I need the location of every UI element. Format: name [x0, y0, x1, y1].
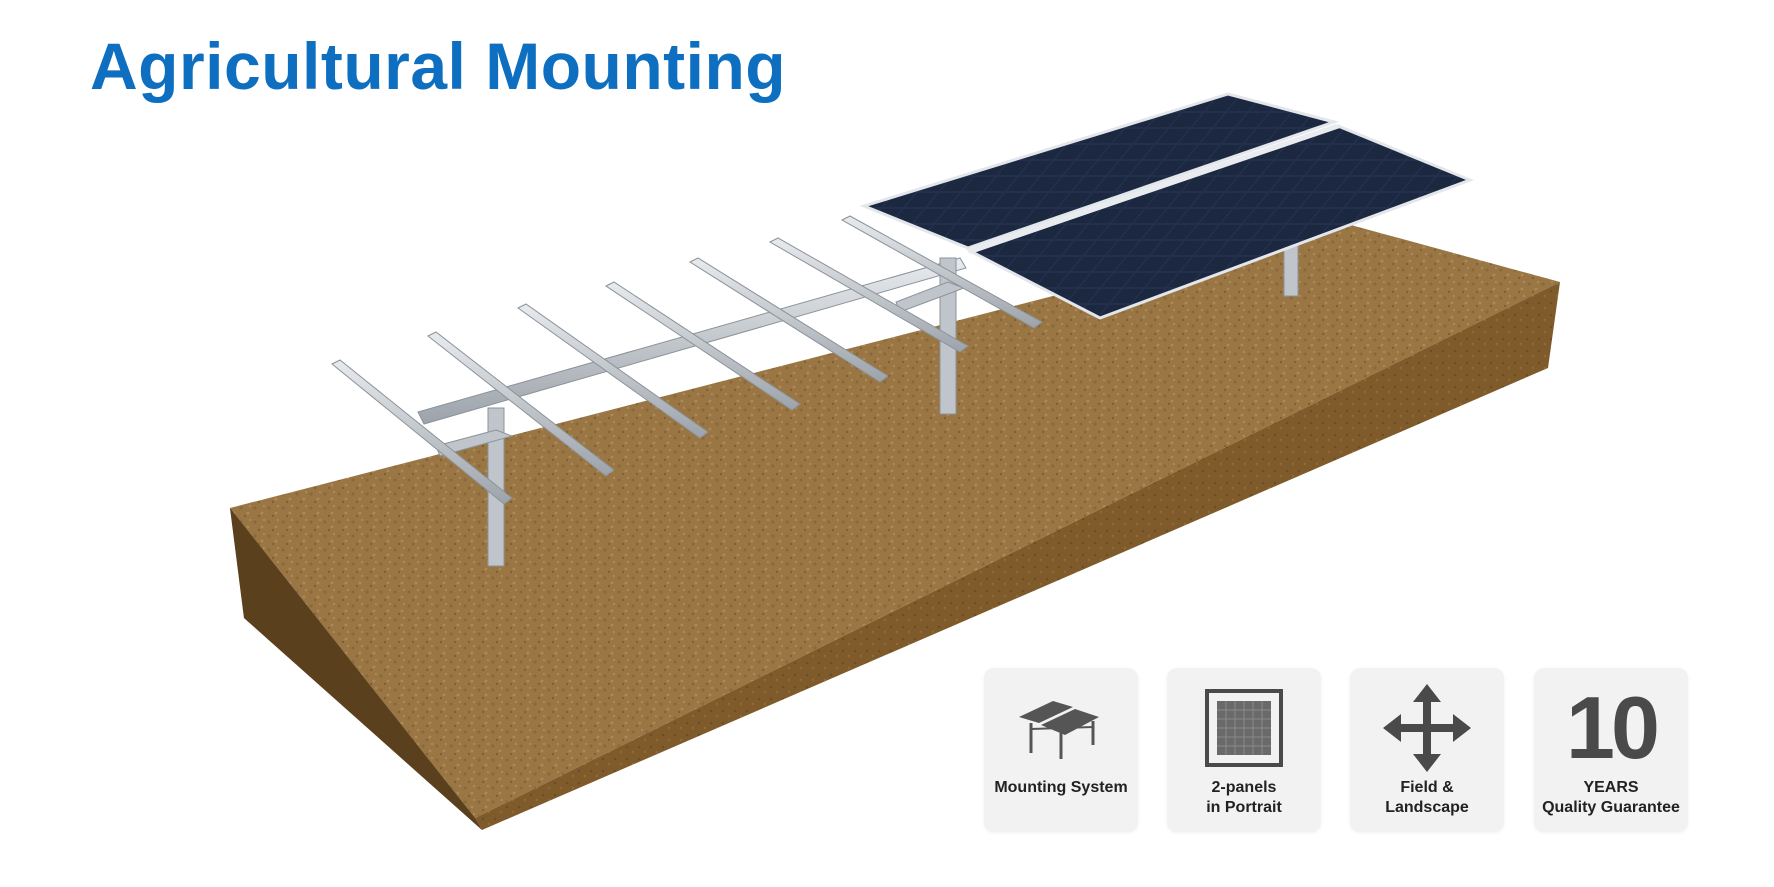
- feature-card-panels-portrait: 2-panels in Portrait: [1167, 668, 1321, 832]
- warranty-number: 10: [1566, 678, 1660, 777]
- feature-cards: Mounting System 2-panels in Portrait: [984, 668, 1690, 832]
- feature-label-line: Field &: [1400, 779, 1454, 796]
- feature-card-field-landscape: Field & Landscape: [1350, 668, 1504, 832]
- four-way-arrows-icon: [1350, 680, 1504, 776]
- feature-label-line: Landscape: [1385, 799, 1469, 816]
- feature-label-line: 2-panels: [1211, 779, 1277, 796]
- feature-label-line: YEARS: [1583, 779, 1639, 796]
- soil-block: [230, 222, 1560, 830]
- solar-panels: [859, 92, 1475, 320]
- mounting-system-icon: [984, 680, 1138, 776]
- page-title: Agricultural Mounting: [90, 29, 787, 103]
- feature-card-mounting-system: Mounting System: [984, 668, 1138, 832]
- rafters: [331, 215, 1043, 505]
- feature-label-line: Mounting System: [994, 779, 1128, 796]
- feature-label-line: in Portrait: [1206, 799, 1282, 816]
- solar-panel-icon: [1167, 680, 1321, 776]
- feature-card-warranty: 10 YEARS Quality Guarantee: [1534, 668, 1688, 832]
- ten-years-badge: 10: [1534, 680, 1688, 776]
- feature-label-line: Quality Guarantee: [1542, 799, 1680, 816]
